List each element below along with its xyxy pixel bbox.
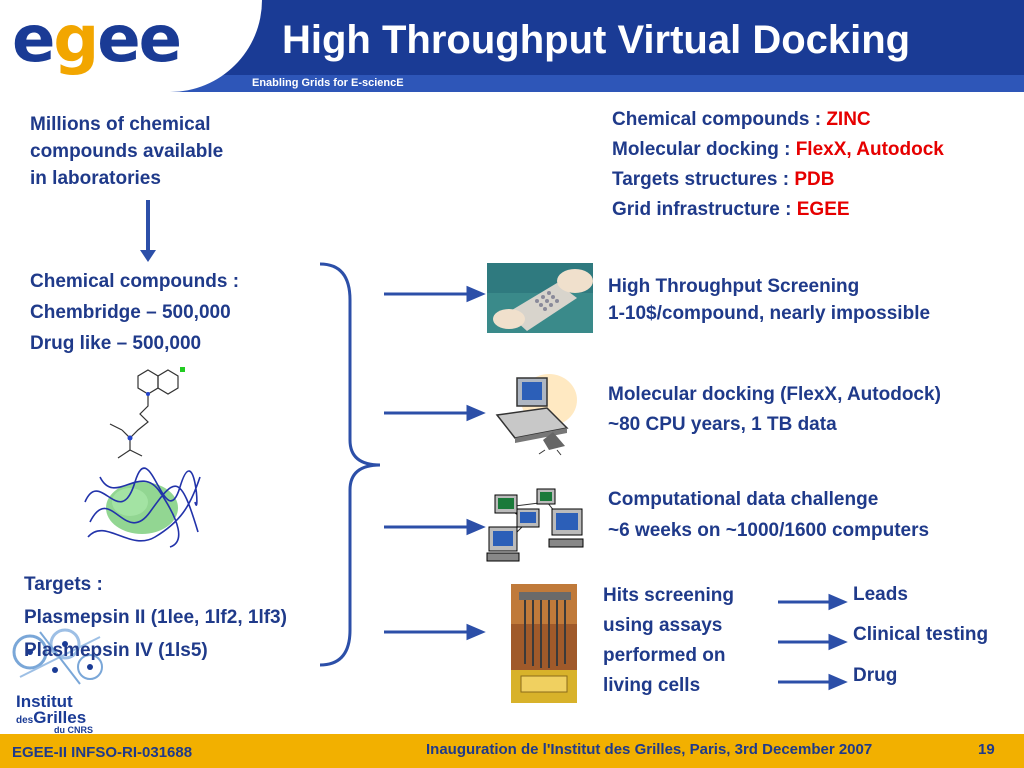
- millions-text: Millions of chemical compounds available…: [30, 114, 224, 189]
- outcome-leads: Leads: [853, 584, 908, 605]
- egee-logo-box: [0, 0, 262, 92]
- challenge-text: Computational data challenge ~6 weeks on…: [608, 489, 930, 541]
- page-number: 19: [978, 741, 995, 758]
- footer-project-id: EGEE-II INFSO-RI-031688: [12, 744, 193, 761]
- assay-lab-photo: [511, 584, 577, 703]
- slide-footer: [0, 734, 1024, 768]
- slide-header: egee Enabling Grids for E-sciencE High T…: [0, 0, 1024, 92]
- page-title: High Throughput Virtual Docking: [282, 18, 911, 62]
- resource-item: Molecular docking : FlexX, Autodock: [612, 139, 944, 160]
- hts-text: High Throughput Screening 1-10$/compound…: [608, 276, 931, 324]
- hts-lab-photo: [487, 263, 593, 333]
- resource-item: Chemical compounds : ZINC: [612, 109, 871, 130]
- header-strip: [0, 75, 1024, 92]
- institut-des-grilles-logo: Institut desGrilles du CNRS: [10, 622, 115, 735]
- targets-block: Targets : Plasmepsin II (1lee, 1lf2, 1lf…: [24, 574, 287, 661]
- molecule-structure-image: [109, 367, 185, 459]
- outcome-clinical-testing: Clinical testing: [853, 624, 989, 645]
- protein-structure-image: [84, 467, 201, 548]
- compounds-block: Chemical compounds : Chembridge – 500,00…: [30, 271, 240, 354]
- computer-clipart-icon: [495, 374, 577, 456]
- egee-logo: egee: [12, 3, 182, 77]
- resource-item: Grid infrastructure : EGEE: [612, 199, 850, 220]
- docking-text: Molecular docking (FlexX, Autodock) ~80 …: [608, 384, 941, 435]
- network-computers-icon: [486, 488, 584, 562]
- hits-text: Hits screening using assays performed on…: [603, 585, 734, 696]
- footer-event: Inauguration de l'Institut des Grilles, …: [426, 741, 873, 758]
- header-tagline: Enabling Grids for E-sciencE: [252, 77, 404, 89]
- outcome-drug: Drug: [853, 665, 898, 686]
- resources-list: Chemical compounds : ZINC Molecular dock…: [612, 105, 944, 225]
- resource-item: Targets structures : PDB: [612, 169, 835, 190]
